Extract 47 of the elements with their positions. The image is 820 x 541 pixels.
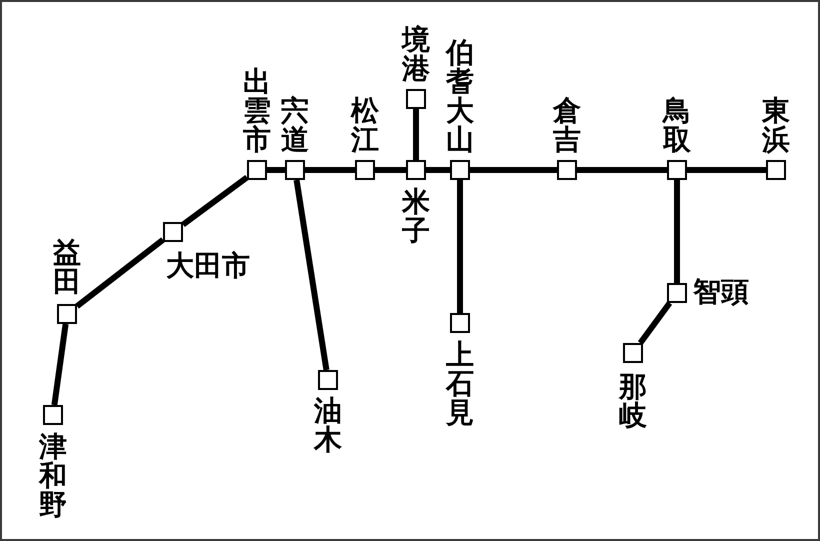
station-marker bbox=[450, 160, 470, 180]
station-name: 益田 bbox=[53, 238, 81, 296]
rail-line bbox=[181, 174, 249, 228]
station-marker bbox=[285, 160, 305, 180]
station-marker bbox=[406, 89, 426, 109]
station-marker bbox=[43, 405, 63, 425]
station-name: 境港 bbox=[402, 25, 430, 83]
station-marker bbox=[667, 160, 687, 180]
rail-line bbox=[413, 109, 419, 160]
station-name: 出雲市 bbox=[243, 67, 271, 154]
rail-line bbox=[638, 301, 672, 345]
station-name: 東浜 bbox=[762, 96, 790, 154]
rail-line bbox=[457, 180, 463, 313]
rail-line bbox=[305, 167, 355, 173]
rail-line bbox=[294, 180, 330, 370]
station-marker bbox=[406, 160, 426, 180]
station-name: 大田市 bbox=[166, 251, 250, 280]
station-name: 上石見 bbox=[446, 340, 474, 427]
station-marker bbox=[766, 160, 786, 180]
station-name: 松江 bbox=[351, 96, 379, 154]
rail-line bbox=[51, 324, 69, 406]
station-name: 智頭 bbox=[693, 277, 749, 306]
station-marker bbox=[623, 343, 643, 363]
rail-line bbox=[75, 237, 165, 309]
station-marker bbox=[163, 222, 183, 242]
rail-line bbox=[470, 167, 557, 173]
station-name: 伯耆大山 bbox=[446, 38, 474, 154]
station-marker bbox=[318, 370, 338, 390]
station-marker bbox=[355, 160, 375, 180]
station-marker bbox=[667, 283, 687, 303]
station-name: 那岐 bbox=[619, 372, 647, 430]
station-marker bbox=[247, 160, 267, 180]
station-name: 米子 bbox=[402, 187, 430, 245]
station-name: 津和野 bbox=[39, 432, 67, 519]
rail-line bbox=[577, 167, 667, 173]
rail-line bbox=[375, 167, 406, 173]
station-marker bbox=[57, 304, 77, 324]
station-name: 宍道 bbox=[281, 96, 309, 154]
station-name: 鳥取 bbox=[663, 96, 691, 154]
station-marker bbox=[450, 313, 470, 333]
rail-line bbox=[267, 167, 285, 173]
rail-line bbox=[426, 167, 450, 173]
station-marker bbox=[557, 160, 577, 180]
rail-line bbox=[687, 167, 766, 173]
station-name: 油木 bbox=[314, 396, 342, 454]
station-name: 倉吉 bbox=[553, 96, 581, 154]
rail-line bbox=[674, 180, 680, 283]
